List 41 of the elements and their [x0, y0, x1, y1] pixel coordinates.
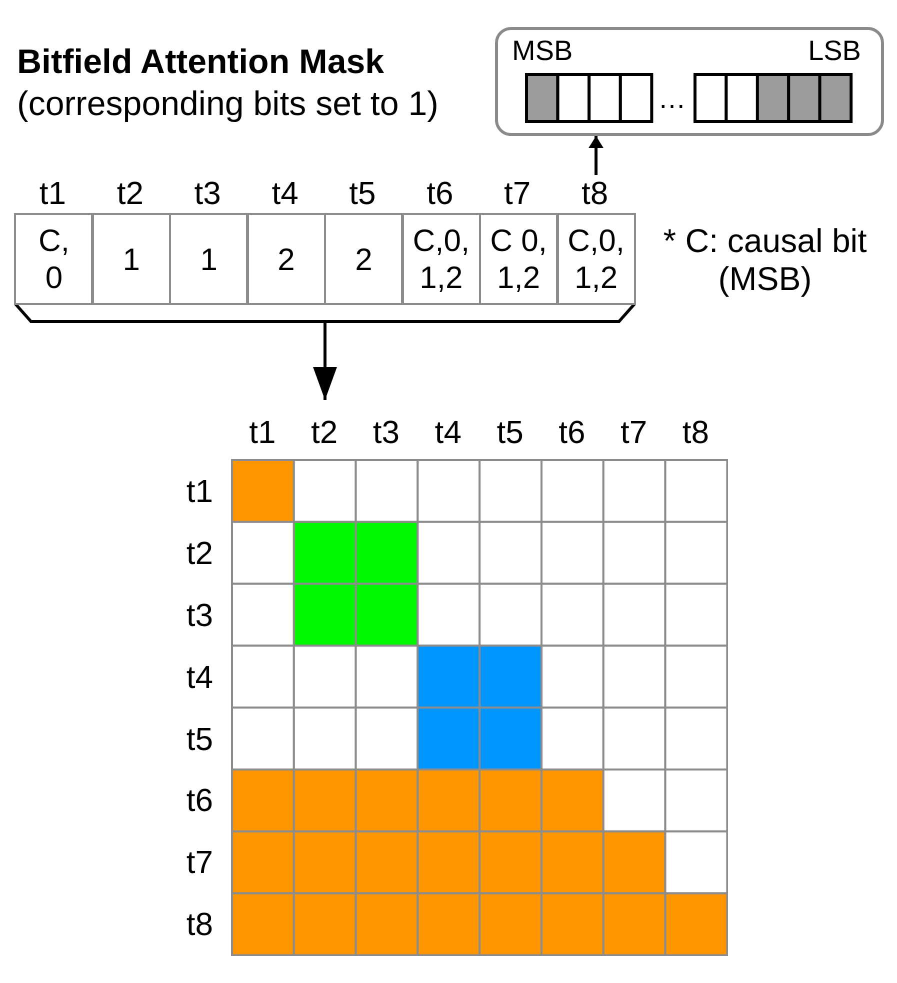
column-header: t3 [194, 175, 221, 211]
row-header: t1 [186, 472, 213, 509]
bitfield-cell: C 0, 1,2 [478, 213, 559, 305]
row-header: t7 [186, 844, 213, 880]
row-header: t3 [186, 596, 213, 633]
arrow [313, 323, 337, 400]
column-header: t1 [39, 175, 66, 211]
bitfield-cell: C, 0 [14, 213, 94, 305]
column-header: t2 [311, 414, 338, 450]
column-header: t8 [682, 414, 710, 450]
column-header: t1 [249, 414, 276, 450]
bitfield-cell: C,0, 1,2 [556, 213, 636, 305]
column-header: t2 [116, 175, 144, 211]
column-header: t6 [426, 175, 454, 211]
footnote: * C: causal bit (MSB) [662, 222, 868, 298]
row-header: t2 [186, 534, 213, 571]
arrow [588, 136, 604, 175]
column-header: t3 [372, 414, 400, 450]
column-header: t5 [349, 175, 376, 211]
row-header: t5 [186, 720, 213, 757]
row-header: t4 [186, 658, 213, 695]
column-header: t6 [558, 414, 586, 450]
column-header: t7 [620, 414, 648, 450]
title: Bitfield Attention Mask [17, 43, 384, 82]
subtitle: (corresponding bits set to 1) [17, 85, 438, 124]
bitfield-cell: 1 [168, 213, 249, 305]
bitfield-cell: 2 [246, 213, 326, 305]
column-header: t4 [434, 414, 462, 450]
bitfield-cell: 2 [324, 213, 404, 305]
column-header: t5 [496, 414, 524, 450]
column-header: t7 [504, 175, 531, 211]
column-header: t8 [581, 175, 608, 211]
bitfield-cell: 1 [91, 213, 172, 305]
lsb-label: LSB [808, 35, 861, 67]
bit-register-box [495, 27, 884, 136]
ellipsis: … [658, 83, 686, 115]
bitfield-cell: C,0, 1,2 [401, 213, 482, 305]
row-header: t8 [186, 906, 213, 942]
row-header: t6 [186, 782, 213, 818]
column-header: t4 [272, 175, 298, 211]
msb-label: MSB [512, 35, 573, 67]
